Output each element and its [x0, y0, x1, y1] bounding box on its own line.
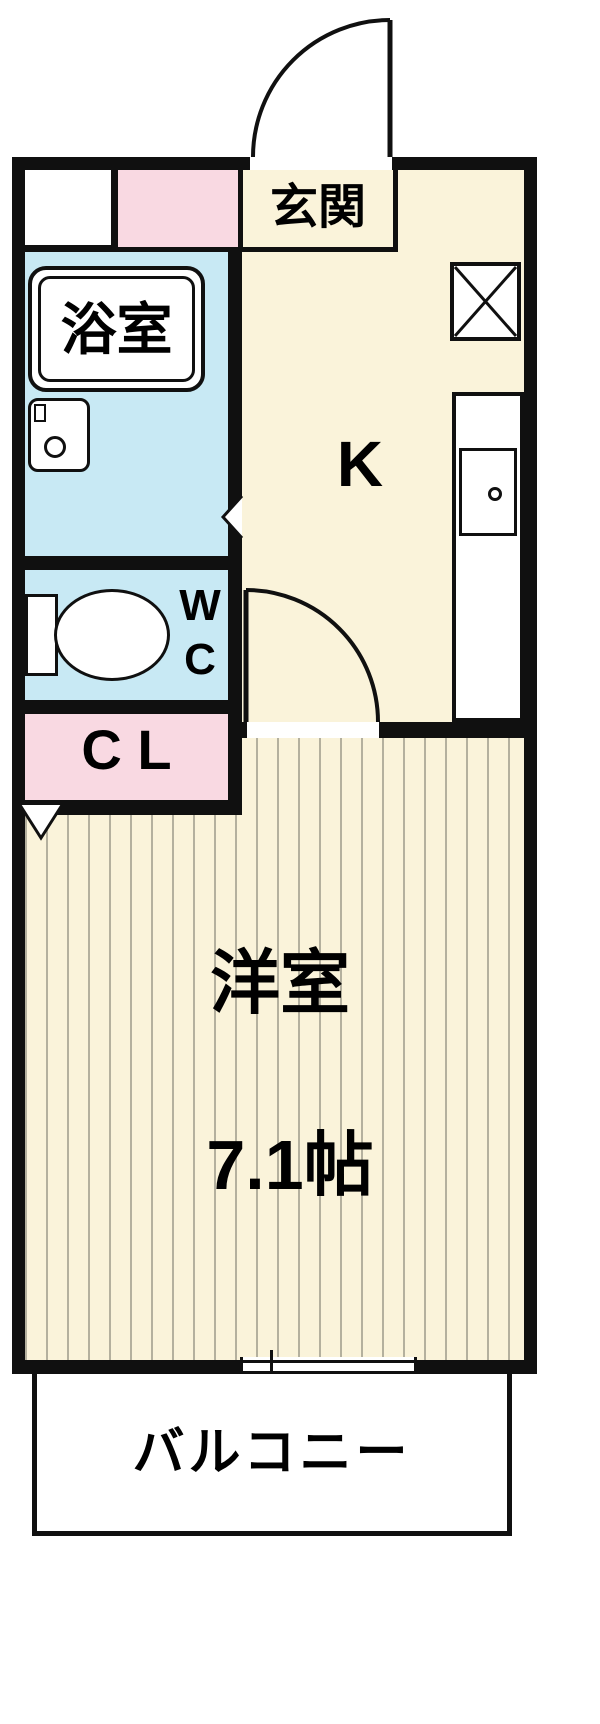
window-cap-left	[240, 1357, 243, 1377]
wall-toilet-closet	[12, 700, 242, 714]
kitchen-counter	[452, 392, 524, 722]
balcony-label: バルコニー	[132, 1423, 412, 1482]
wall-left	[12, 157, 25, 1374]
western-room-label: 洋室	[210, 944, 350, 1022]
kitchen-label: K	[336, 428, 384, 500]
toilet-label-c: C	[184, 635, 216, 684]
washbasin-bowl	[44, 436, 66, 458]
bathroom-label: 浴室	[60, 298, 173, 361]
storage-box	[118, 170, 238, 252]
room-door-opening	[247, 722, 379, 738]
closet-area	[25, 714, 228, 800]
toilet-icon	[54, 589, 170, 681]
balcony-area: バルコニー	[32, 1374, 512, 1536]
western-room-size: 7.1帖	[206, 1126, 374, 1204]
western-room-area	[25, 738, 524, 1360]
bathtub-inner	[38, 276, 195, 382]
sink-drain	[488, 487, 502, 501]
entrance-box	[238, 170, 398, 252]
bathtub-icon	[28, 266, 205, 392]
window-cap-right	[414, 1357, 417, 1377]
window-tick	[270, 1350, 273, 1384]
window-line-top	[240, 1360, 417, 1363]
window-line-bottom	[240, 1371, 417, 1374]
closet-label: C L	[81, 718, 172, 781]
wall-bath-toilet	[12, 556, 242, 570]
entrance-door-arc	[251, 18, 391, 158]
washbasin-tap	[34, 404, 46, 422]
gas-stove-icon	[450, 262, 521, 341]
toilet-label-w: W	[179, 581, 221, 630]
entry-side-box	[25, 170, 118, 252]
wall-right	[524, 157, 537, 1374]
wall-closet-bottom	[12, 800, 242, 815]
entrance-label: 玄関	[269, 181, 366, 234]
entrance-opening	[250, 157, 392, 170]
